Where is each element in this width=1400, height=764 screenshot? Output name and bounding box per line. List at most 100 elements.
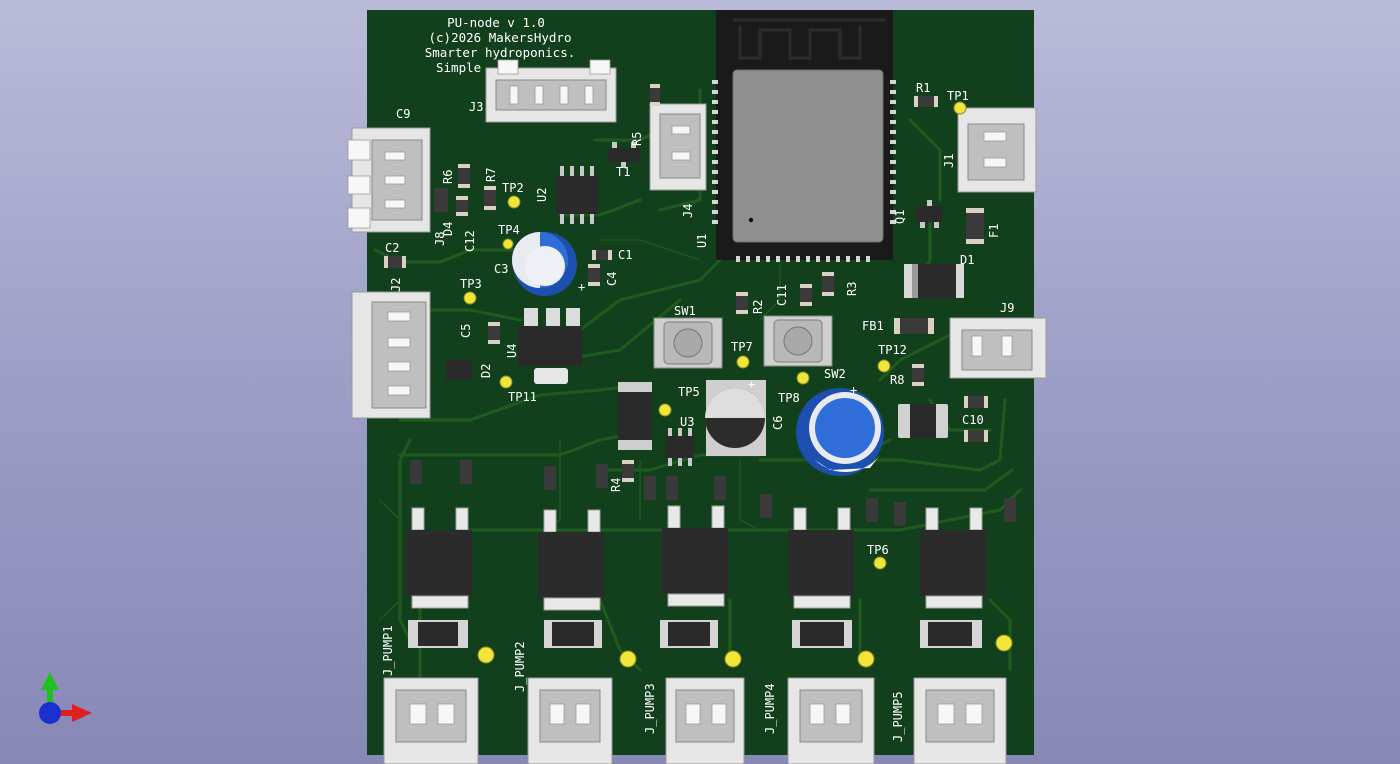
capacitor-c5[interactable]	[488, 322, 500, 344]
tp1[interactable]	[953, 101, 967, 115]
label-j2: J2	[389, 278, 403, 292]
tp-pump1[interactable]	[477, 646, 495, 664]
silkscreen-labels: R5 R1 TP1 R6 R7 TP2 Q1 F1 D4 C12 TP4 C3 …	[381, 81, 1001, 742]
ferrite-bead-fb1[interactable]	[894, 318, 934, 334]
capacitor-c6[interactable]	[705, 380, 766, 456]
xyz-axis-icon[interactable]	[39, 672, 92, 724]
tp-pump3[interactable]	[724, 650, 742, 668]
mosfet-1[interactable]	[406, 507, 472, 609]
mosfet-3[interactable]	[662, 505, 728, 607]
transistor-q1[interactable]	[916, 200, 942, 228]
resistor-r2[interactable]	[736, 292, 748, 314]
connector-j9[interactable]	[949, 317, 1047, 379]
capacitor-c2[interactable]	[384, 256, 406, 268]
ic-u2[interactable]	[556, 166, 598, 224]
capacitor-c3[interactable]	[512, 232, 577, 296]
mosfet-4[interactable]	[788, 507, 854, 609]
resistor-r6[interactable]	[458, 164, 470, 188]
connector-j3[interactable]	[485, 59, 617, 123]
capacitor-c11[interactable]	[800, 284, 812, 306]
diode-d1[interactable]	[904, 264, 964, 298]
inductor-misc[interactable]	[898, 404, 948, 438]
resistor-r4[interactable]	[622, 460, 634, 482]
label-c6: C6	[771, 416, 785, 430]
connector-j-pump3[interactable]	[665, 677, 745, 764]
tp5[interactable]	[658, 403, 672, 417]
tp4[interactable]	[502, 238, 514, 250]
label-c7-plus: +	[850, 383, 857, 397]
capacitor-c12[interactable]	[456, 196, 468, 216]
label-tp8: TP8	[778, 391, 800, 405]
tp-pump5[interactable]	[995, 634, 1013, 652]
label-t1: T1	[616, 165, 630, 179]
label-d4: D4	[441, 222, 455, 236]
tactile-switch-sw2[interactable]	[763, 315, 833, 367]
label-r3: R3	[845, 282, 859, 296]
label-j4: J4	[681, 204, 695, 218]
label-sw1: SW1	[674, 304, 696, 318]
capacitor-c7[interactable]	[796, 388, 884, 476]
label-c9: C9	[396, 107, 410, 121]
mosfet-2[interactable]	[538, 509, 604, 611]
connector-j8[interactable]	[347, 127, 431, 233]
label-tp3: TP3	[460, 277, 482, 291]
test-points	[463, 101, 1013, 668]
label-c11: C11	[775, 284, 789, 306]
esp32-module-u1[interactable]	[712, 10, 896, 262]
tp11[interactable]	[499, 375, 513, 389]
tp7[interactable]	[736, 355, 750, 369]
label-tp1: TP1	[947, 89, 969, 103]
label-j1: J1	[942, 154, 956, 168]
resistor-r8[interactable]	[912, 364, 924, 386]
pump-resistors[interactable]	[410, 460, 1016, 526]
connector-j-pump4[interactable]	[787, 677, 875, 764]
tp6[interactable]	[873, 556, 887, 570]
title-line-3: Smarter hydroponics.	[425, 45, 576, 60]
regulator-u4[interactable]	[518, 308, 582, 384]
resistor-r5[interactable]	[650, 84, 660, 106]
label-r7: R7	[484, 168, 498, 182]
ic-u3[interactable]	[666, 428, 694, 466]
connector-j-pump5[interactable]	[913, 677, 1007, 764]
flyback-diodes[interactable]	[408, 620, 982, 648]
resistor-r3[interactable]	[822, 272, 834, 296]
tp2[interactable]	[507, 195, 521, 209]
label-c2: C2	[385, 241, 399, 255]
tp-pump2[interactable]	[619, 650, 637, 668]
diode-d4[interactable]	[434, 188, 448, 212]
capacitor-c10[interactable]	[964, 396, 988, 442]
capacitor-c4[interactable]	[588, 264, 600, 286]
label-j-pump5: J_PUMP5	[891, 691, 905, 742]
label-q1: Q1	[893, 210, 907, 224]
connector-j-pump2[interactable]	[527, 677, 613, 764]
tp-pump4[interactable]	[857, 650, 875, 668]
smd-component-large[interactable]	[618, 382, 652, 450]
connector-j-pump1[interactable]	[383, 677, 479, 764]
label-u2: U2	[535, 188, 549, 202]
resistor-r7[interactable]	[484, 186, 496, 210]
tp3[interactable]	[463, 291, 477, 305]
tactile-switch-sw1[interactable]	[653, 317, 723, 369]
tp12[interactable]	[877, 359, 891, 373]
mosfet-5[interactable]	[920, 507, 986, 609]
label-r4: R4	[609, 478, 623, 492]
connector-j2[interactable]	[351, 291, 431, 419]
label-c5: C5	[459, 324, 473, 338]
capacitor-c1[interactable]	[592, 250, 612, 260]
fuse-f1[interactable]	[966, 208, 984, 244]
tp8[interactable]	[796, 371, 810, 385]
resistor-r1[interactable]	[914, 96, 938, 107]
diode-d2[interactable]	[446, 360, 472, 380]
label-c10: C10	[962, 413, 984, 427]
connector-j1[interactable]	[957, 107, 1037, 193]
transistor-t1[interactable]	[608, 142, 640, 168]
label-tp11: TP11	[508, 390, 537, 404]
board-title-block: PU-node v 1.0 (c)2026 MakersHydro Smarte…	[425, 15, 576, 75]
connector-j4[interactable]	[649, 103, 707, 191]
label-c4: C4	[605, 272, 619, 286]
title-line-2: (c)2026 MakersHydro	[429, 30, 572, 45]
label-j-pump2: J_PUMP2	[513, 641, 527, 692]
title-line-1: PU-node v 1.0	[447, 15, 545, 30]
